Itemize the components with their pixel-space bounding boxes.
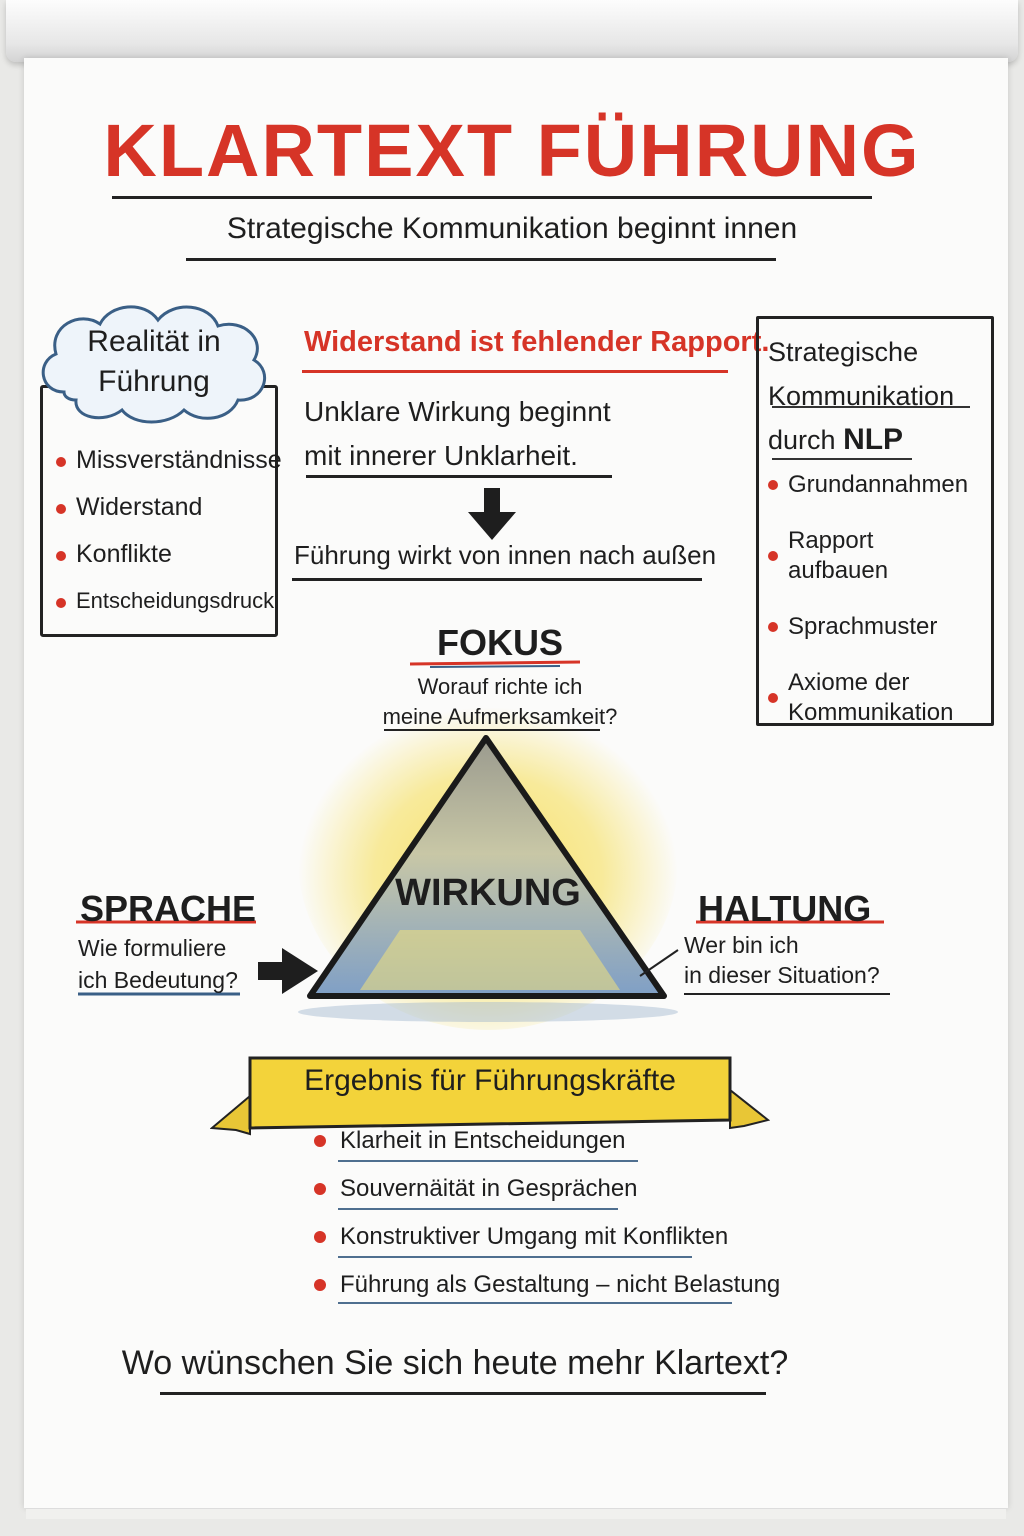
result-underline [338,1208,618,1210]
nlp-title-line-1: Strategische [768,337,919,367]
focus-question-line-1: Worauf richte ich [417,674,583,699]
statement-line-2: mit innerer Unklarheit. [304,440,578,471]
sprache-question-line-1: Wie formuliere [78,935,227,961]
page-title: KLARTEXT FÜHRUNG [103,109,921,192]
rapport-headline: Widerstand ist fehlender Rapport. [304,326,770,358]
sprache-question-line-2: ich Bedeutung? [78,967,238,993]
inside-out-statement: Führung wirkt von innen nach außen [294,540,717,570]
statement-underline [306,475,612,478]
sprache-question: Wie formuliere ich Bedeutung? [78,932,268,996]
list-item: Konflikte [56,532,270,579]
result-list: Klarheit in Entscheidungen Souvernäität … [314,1122,780,1314]
haltung-label: HALTUNG [698,888,872,929]
list-item: Grundannahmen [768,470,980,500]
triangle-center-label: WIRKUNG [395,872,581,914]
banner-body [248,1056,732,1130]
nlp-box-title: Strategische Kommunikation durch NLP [768,330,988,462]
list-item: Sprachmuster [768,612,980,642]
focus-label: FOKUS [437,622,563,663]
title-underline [112,196,872,199]
cloud-label: Realität in Führung [34,322,274,402]
list-item: Axiome der Kommunikation [768,668,980,728]
focus-question: Worauf richte ich meine Aufmerksamkeit? [360,672,640,732]
list-item: Konstruktiver Umgang mit Konflikten [314,1218,754,1256]
haltung-question: Wer bin ich in dieser Situation? [684,930,914,990]
list-item: Missverständnisse [56,438,282,485]
focus-underline [409,660,581,666]
statement-line-1: Unklare Wirkung beginnt [304,396,611,427]
nlp-box [756,316,994,726]
page-subtitle: Strategische Kommunikation beginnt innen [226,212,798,245]
nlp-list: Grundannahmen Rapport aufbauen Sprachmus… [768,470,980,728]
focus-question-line-2: meine Aufmerksamkeit? [382,704,618,729]
result-banner [210,1056,770,1136]
arrow-down-icon [468,488,516,540]
result-banner-label: Ergebnis für Führungskräfte [304,1064,676,1097]
banner-right-tail [729,1087,770,1130]
list-item: Führung als Gestaltung – nicht Belastung [314,1266,780,1304]
cloud-line-1: Realität in [87,325,221,358]
list-item: Souvernäität in Gesprächen [314,1170,754,1208]
haltung-question-line-1: Wer bin ich [684,932,799,958]
list-item: Widerstand [56,485,270,532]
nlp-title-prefix: durch [768,425,836,455]
list-item: Klarheit in Entscheidungen [314,1122,754,1160]
haltung-pointer [639,949,679,977]
nlp-title-emphasis: NLP [843,423,904,456]
wirkung-triangle-diagram [76,660,890,1030]
result-underline [338,1256,692,1258]
closing-question: Wo wünschen Sie sich heute mehr Klartext… [121,1344,789,1382]
result-underline [338,1302,732,1304]
sheet-bottom-edge [26,1508,1006,1519]
triangle-shadow [298,1002,678,1022]
list-item: Entscheidungsdruck [56,579,274,626]
inside-out-underline [292,578,702,581]
unclarity-statement: Unklare Wirkung beginnt mit innerer Unkl… [304,390,644,478]
cloud-shape [41,305,266,424]
closing-question-underline [160,1392,766,1395]
list-item: Rapport aufbauen [768,526,980,586]
flipchart-roll [6,0,1018,62]
result-underline [338,1160,638,1162]
nlp-title-line-3: durch NLP [768,418,988,462]
nlp-title-underline [772,458,912,460]
arrow-right-icon [258,948,318,994]
sprache-label: SPRACHE [80,888,257,929]
headline-underline [302,370,728,373]
nlp-title-line-2: Kommunikation [768,381,955,411]
nlp-title-underline [772,406,970,408]
reality-list: Missverständnisse Widerstand Konflikte E… [56,438,282,626]
haltung-question-line-2: in dieser Situation? [684,962,880,988]
triangle-highlight [360,930,620,990]
banner-left-tail [210,1093,251,1136]
focus-underline-blue [429,665,561,668]
cloud-line-2: Führung [98,365,210,398]
subtitle-underline [186,258,776,261]
